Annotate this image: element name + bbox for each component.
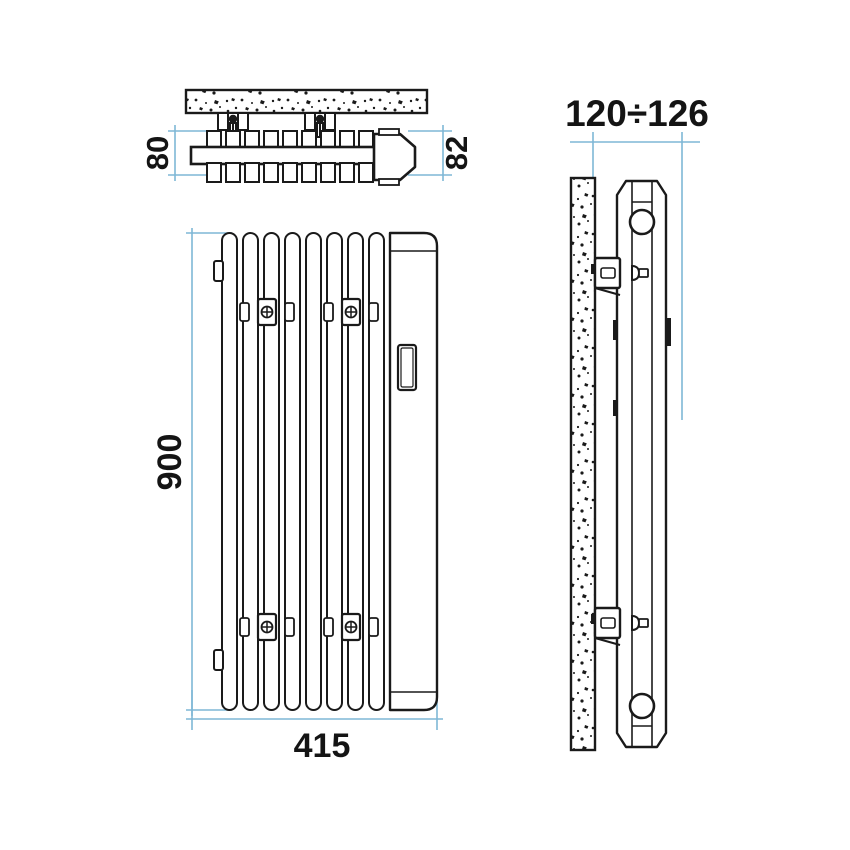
dimension-label-depth-left: 80: [140, 136, 175, 170]
front-view-bracket-row-lower: [239, 612, 379, 642]
dimension-label-width: 415: [294, 727, 351, 765]
top-view-fins-lower: [206, 162, 374, 183]
front-view-bracket-row-upper: [239, 297, 379, 327]
top-view-wall: [184, 88, 429, 115]
side-view-ports: [628, 208, 656, 720]
front-view-dimension-lines: [186, 228, 443, 730]
top-view-spine: [189, 145, 383, 166]
side-view-body: [615, 179, 668, 749]
front-view-fins: [221, 232, 385, 711]
top-view-end-cap: [372, 128, 417, 186]
top-view: 80 82: [140, 88, 474, 186]
front-view-clip-top-left: [213, 260, 224, 282]
side-view-wall: [569, 176, 597, 752]
front-view-valve-plate: [396, 343, 418, 392]
front-view: 900 415: [151, 228, 443, 765]
side-view: 120÷126: [565, 93, 709, 752]
front-view-end-column: [388, 231, 439, 712]
side-view-brackets: [591, 256, 649, 646]
dimension-label-height: 900: [151, 434, 189, 491]
dimension-label-depth-right: 82: [439, 136, 474, 170]
front-view-clip-bottom-left: [213, 649, 224, 671]
dimension-label-wall-offset: 120÷126: [565, 93, 709, 134]
side-view-edge-clips: [613, 318, 671, 416]
